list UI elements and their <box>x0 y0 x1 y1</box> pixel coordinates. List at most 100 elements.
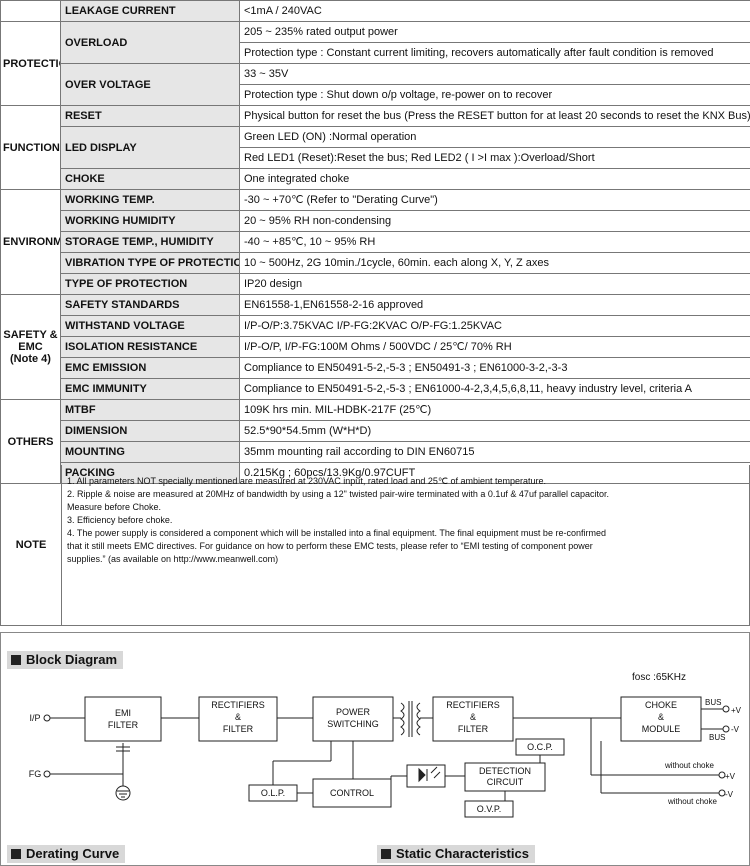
category-cell <box>0 0 61 22</box>
choke-label-3: MODULE <box>642 724 681 734</box>
bus-bottom-label: BUS <box>709 733 725 742</box>
item-cell: DIMENSION <box>60 420 240 442</box>
item-cell: LEAKAGE CURRENT <box>60 0 240 22</box>
value-cell: 0.215Kg ; 60pcs/13.9Kg/0.97CUFT <box>239 462 750 484</box>
value-cell: Green LED (ON) :Normal operation <box>239 126 750 148</box>
item-cell: EMC EMISSION <box>60 357 240 379</box>
choke-label-2: & <box>658 712 664 722</box>
without-choke-label-1: without choke <box>664 761 714 770</box>
value-cell: Protection type : Constant current limit… <box>239 42 750 64</box>
note-lines: 1. All parameters NOT specially mentione… <box>67 475 609 566</box>
value-cell: I/P-O/P, I/P-FG:100M Ohms / 500VDC / 25℃… <box>239 336 750 358</box>
value-cell: 20 ~ 95% RH non-condensing <box>239 210 750 232</box>
note-section: NOTE 1. All parameters NOT specially men… <box>0 465 750 626</box>
value-cell: -30 ~ +70℃ (Refer to "Derating Curve") <box>239 189 750 211</box>
bullet-square-icon <box>11 655 21 665</box>
item-cell: ISOLATION RESISTANCE <box>60 336 240 358</box>
note-line: 1. All parameters NOT specially mentione… <box>67 476 547 486</box>
item-cell: WORKING HUMIDITY <box>60 210 240 232</box>
value-cell: -40 ~ +85℃, 10 ~ 95% RH <box>239 231 750 253</box>
rectifier1-label-2: & <box>235 712 241 722</box>
power-switching-label-2: SWITCHING <box>327 719 379 729</box>
item-cell: CHOKE <box>60 168 240 190</box>
detection-label-1: DETECTION <box>479 766 531 776</box>
vminus-nochoke-label: -V <box>725 790 734 799</box>
rectifier2-label-1: RECTIFIERS <box>446 700 500 710</box>
value-cell: <1mA / 240VAC <box>239 0 750 22</box>
rectifier2-label-2: & <box>470 712 476 722</box>
spec-row: Protection type : Constant current limit… <box>1 42 750 64</box>
note-label: NOTE <box>1 465 62 625</box>
note-line: 3. Efficiency before choke. <box>67 515 173 525</box>
note-line: Measure before Choke. <box>67 502 162 512</box>
item-cell: WITHSTAND VOLTAGE <box>60 315 240 337</box>
value-cell: 35mm mounting rail according to DIN EN60… <box>239 441 750 463</box>
value-cell: Compliance to EN50491-5-2,-5-3 ; EN50491… <box>239 357 750 379</box>
spec-row: ENVIRONMENTWORKING TEMP.-30 ~ +70℃ (Refe… <box>0 189 750 295</box>
block-diagram-section: Block Diagram <box>0 632 750 866</box>
value-cell: 33 ~ 35V <box>239 63 750 85</box>
category-cell: OTHERS <box>0 399 61 484</box>
value-cell: EN61558-1,EN61558-2-16 approved <box>239 294 750 316</box>
item-cell: OVERLOAD <box>60 21 240 64</box>
emi-filter-label-2: FILTER <box>108 720 139 730</box>
block-diagram: fosc :65KHz I/P FG EMI FILTER RECTIFIERS… <box>29 672 742 818</box>
item-cell: VIBRATION TYPE OF PROTECTION <box>60 252 240 274</box>
value-cell: 109K hrs min. MIL-HDBK-217F (25℃) <box>239 399 750 421</box>
bullet-square-icon <box>11 849 21 859</box>
value-cell: 205 ~ 235% rated output power <box>239 21 750 43</box>
note-line: 4. The power supply is considered a comp… <box>67 528 606 538</box>
rectifier1-label-3: FILTER <box>223 724 254 734</box>
value-cell: 52.5*90*54.5mm (W*H*D) <box>239 420 750 442</box>
item-cell: STORAGE TEMP., HUMIDITY <box>60 231 240 253</box>
control-label: CONTROL <box>330 788 374 798</box>
spec-table: LEAKAGE CURRENT<1mA / 240VACPROTECTIONOV… <box>0 0 750 484</box>
without-choke-label-2: without choke <box>667 797 717 806</box>
ip-label: I/P <box>29 713 40 723</box>
detection-label-2: CIRCUIT <box>487 777 524 787</box>
fosc-label: fosc :65KHz <box>632 672 686 683</box>
spec-row: PROTECTIONOVERLOAD205 ~ 235% rated outpu… <box>0 21 750 106</box>
note-line: 2. Ripple & noise are measured at 20MHz … <box>67 489 609 499</box>
derating-curve-title: Derating Curve <box>7 845 126 863</box>
value-cell: I/P-O/P:3.75KVAC I/P-FG:2KVAC O/P-FG:1.2… <box>239 315 750 337</box>
emi-filter-label-1: EMI <box>115 708 131 718</box>
item-cell: WORKING TEMP. <box>60 189 240 211</box>
note-line: supplies.” (as available on http://www.m… <box>67 554 279 564</box>
item-cell: RESET <box>60 105 240 127</box>
item-cell: TYPE OF PROTECTION <box>60 273 240 295</box>
value-cell: IP20 design <box>239 273 750 295</box>
vplus-bus-label: +V <box>731 706 742 715</box>
value-cell: Red LED1 (Reset):Reset the bus; Red LED2… <box>239 147 750 169</box>
category-cell: SAFETY & EMC (Note 4) <box>0 294 61 400</box>
bus-top-label: BUS <box>705 698 721 707</box>
power-switching-label-1: POWER <box>336 707 371 717</box>
vplus-nochoke-label: +V <box>725 772 736 781</box>
category-cell: FUNCTION <box>0 105 61 190</box>
item-cell: SAFETY STANDARDS <box>60 294 240 316</box>
fg-label: FG <box>29 769 42 779</box>
static-characteristics-title: Static Characteristics <box>377 845 535 863</box>
spec-row: LEAKAGE CURRENT<1mA / 240VAC <box>0 0 750 22</box>
item-cell: MTBF <box>60 399 240 421</box>
value-cell: Protection type : Shut down o/p voltage,… <box>239 84 750 106</box>
choke-label-1: CHOKE <box>645 700 677 710</box>
ovp-label: O.V.P. <box>477 804 502 814</box>
item-cell: EMC IMMUNITY <box>60 378 240 400</box>
vminus-bus-label: -V <box>731 725 740 734</box>
value-cell: 10 ~ 500Hz, 2G 10min./1cycle, 60min. eac… <box>239 252 750 274</box>
